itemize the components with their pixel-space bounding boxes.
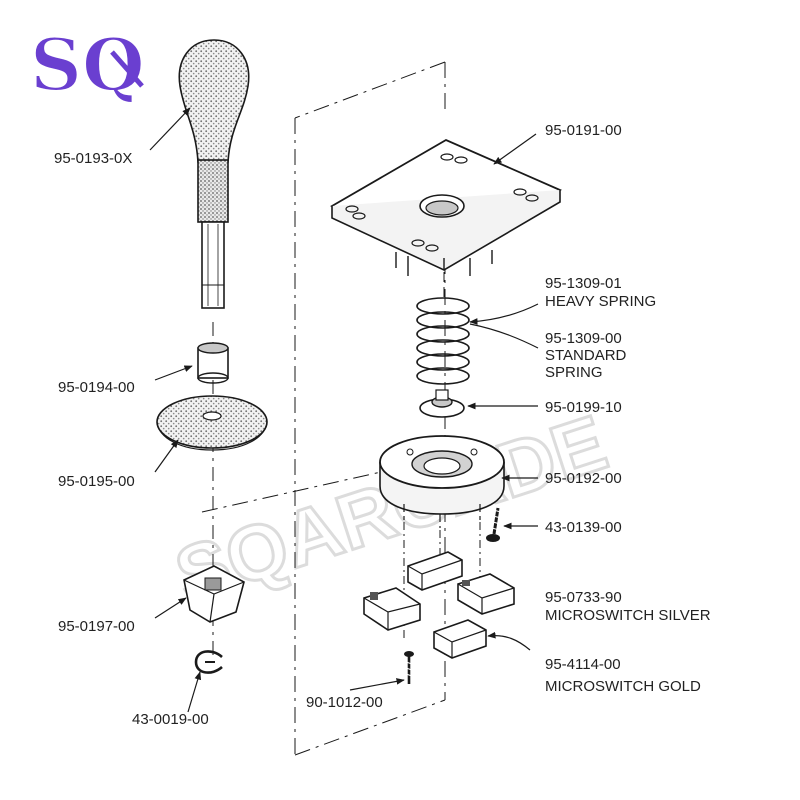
base-housing [379, 435, 505, 528]
label-95-0191-00: 95-0191-00 [545, 122, 622, 139]
label-95-0197-00: 95-0197-00 [58, 618, 135, 635]
label-95-4114-00: 95-4114-00 [545, 656, 621, 673]
label-95-0199-10: 95-0199-10 [545, 399, 622, 416]
sq-logo-text: SQ [30, 22, 145, 107]
label-95-0733-90: 95-0733-90 [545, 589, 622, 606]
microswitch-left [363, 587, 421, 631]
mounting-plate [330, 138, 562, 276]
label-spring: SPRING [545, 364, 603, 381]
part-labels: 95-0193-0X 95-0194-00 95-0195-00 95-0197… [54, 122, 711, 728]
label-95-0195-00: 95-0195-00 [58, 473, 135, 490]
microswitch-back [407, 551, 463, 591]
sq-logo-swash [110, 50, 144, 88]
label-heavy-spring: HEAVY SPRING [545, 293, 656, 310]
label-95-1309-01: 95-1309-01 [545, 275, 622, 292]
label-microswitch-silver: MICROSWITCH SILVER [545, 607, 711, 624]
label-43-0019-00: 43-0019-00 [132, 711, 209, 728]
handle-assembly [156, 39, 268, 674]
housing-screw [486, 507, 502, 542]
leader-lines [149, 107, 539, 713]
spring [416, 297, 470, 385]
e-clip [194, 650, 223, 674]
shaft-sleeve [197, 159, 229, 223]
label-43-0139-00: 43-0139-00 [545, 519, 622, 536]
switch-screw [404, 651, 414, 684]
base-assembly [330, 138, 562, 684]
label-95-1309-00: 95-1309-00 [545, 330, 622, 347]
actuator [183, 565, 245, 623]
label-95-0194-00: 95-0194-00 [58, 379, 135, 396]
label-95-0193-0X: 95-0193-0X [54, 150, 132, 167]
label-standard: STANDARD [545, 347, 627, 364]
pivot [419, 389, 465, 418]
label-90-1012-00: 90-1012-00 [306, 694, 383, 711]
ball-knob [178, 39, 250, 163]
label-95-0192-00: 95-0192-00 [545, 470, 622, 487]
sq-logo: SQ [29, 21, 146, 108]
microswitch-right [457, 573, 515, 615]
metal-shaft [201, 221, 225, 309]
bushing [197, 342, 229, 384]
label-microswitch-gold: MICROSWITCH GOLD [545, 678, 701, 695]
dust-washer [156, 395, 268, 451]
microswitch-front [433, 619, 487, 659]
